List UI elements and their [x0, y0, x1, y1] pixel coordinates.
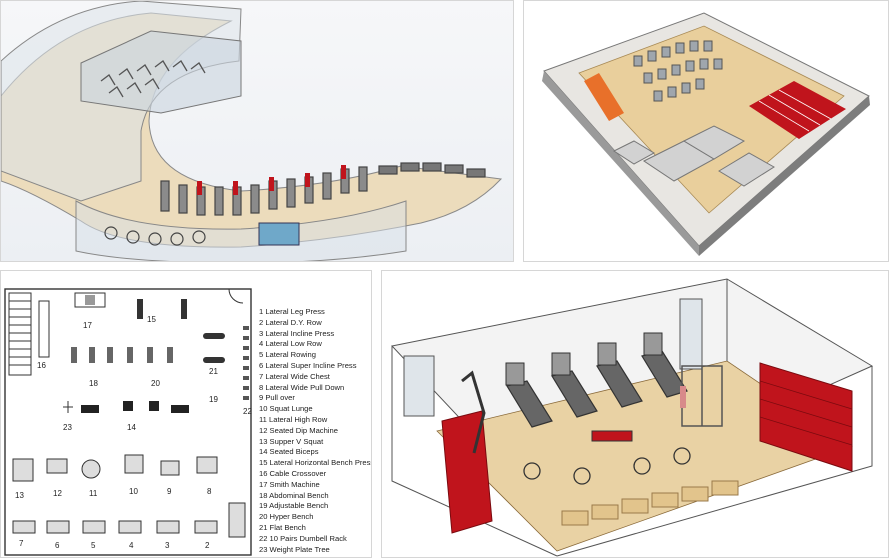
legend-item: 8 Lateral Wide Pull Down	[259, 382, 345, 392]
plan-label: 23	[63, 423, 72, 432]
legend-item: 16 Cable Crossover	[259, 468, 327, 478]
isometric-gym-drawing	[542, 12, 870, 256]
legend-item: 9 Pull over	[259, 393, 295, 403]
plan-label: 3	[165, 541, 170, 550]
legend-item: 11 Lateral High Row	[259, 414, 328, 424]
legend-item: 7 Lateral Wide Chest	[259, 371, 330, 381]
plan-label: 4	[129, 541, 134, 550]
legend-item: 5 Lateral Rowing	[259, 350, 316, 360]
plan-label: 9	[167, 487, 172, 496]
legend-item: 2 Lateral D.Y. Row	[259, 317, 322, 327]
legend-item: 20 Hyper Bench	[259, 512, 314, 522]
legend-item: 21 Flat Bench	[259, 522, 306, 532]
plan-label: 21	[209, 367, 218, 376]
plan-label: 2	[205, 541, 210, 550]
plan-label: 22	[243, 407, 252, 416]
legend-item: 15 Lateral Horizontal Bench Press	[259, 458, 372, 468]
floorplan-drawing	[4, 288, 252, 556]
plan-label: 16	[37, 361, 46, 370]
plan-label: 7	[19, 539, 24, 548]
legend-item: 18 Abdominal Bench	[259, 490, 329, 500]
plan-label: 12	[53, 489, 62, 498]
legend-item: 17 Smith Machine	[259, 479, 320, 489]
legend-item: 22 10 Pairs Dumbell Rack	[259, 533, 347, 543]
plan-label: 18	[89, 379, 98, 388]
plan-label: 14	[127, 423, 136, 432]
legend-item: 12 Seated Dip Machine	[259, 425, 338, 435]
equipment-legend: 1 Lateral Leg Press 2 Lateral D.Y. Row 3…	[259, 307, 371, 555]
legend-item: 13 Supper V Squat	[259, 436, 324, 446]
plan-label: 5	[91, 541, 96, 550]
plan-label: 6	[55, 541, 60, 550]
plan-label: 15	[147, 315, 156, 324]
treadmill-room-drawing	[391, 278, 874, 557]
floorplan-with-legend: 17 15 16 18 20 21 19 22 23 14 13 12 11 1…	[0, 270, 372, 558]
legend-item: 14 Seated Biceps	[259, 447, 319, 457]
legend-item: 10 Squat Lunge	[259, 404, 313, 414]
plan-label: 20	[151, 379, 160, 388]
legend-item: 3 Lateral Incline Press	[259, 328, 335, 338]
plan-label: 10	[129, 487, 138, 496]
render-curved-gym	[0, 0, 514, 262]
curved-gym-drawing	[1, 1, 503, 261]
legend-item: 23 Weight Plate Tree	[259, 544, 330, 554]
plan-label: 13	[15, 491, 24, 500]
legend-item: 4 Lateral Low Row	[259, 339, 322, 349]
plan-label: 19	[209, 395, 218, 404]
plan-label: 8	[207, 487, 212, 496]
render-isometric-gym	[523, 0, 889, 262]
render-treadmill-room	[381, 270, 889, 558]
legend-item: 1 Lateral Leg Press	[259, 307, 325, 316]
plan-label: 17	[83, 321, 92, 330]
legend-item: 19 Adjustable Bench	[259, 501, 329, 511]
legend-item: 6 Lateral Super Incline Press	[259, 360, 357, 370]
plan-label: 11	[89, 489, 98, 498]
